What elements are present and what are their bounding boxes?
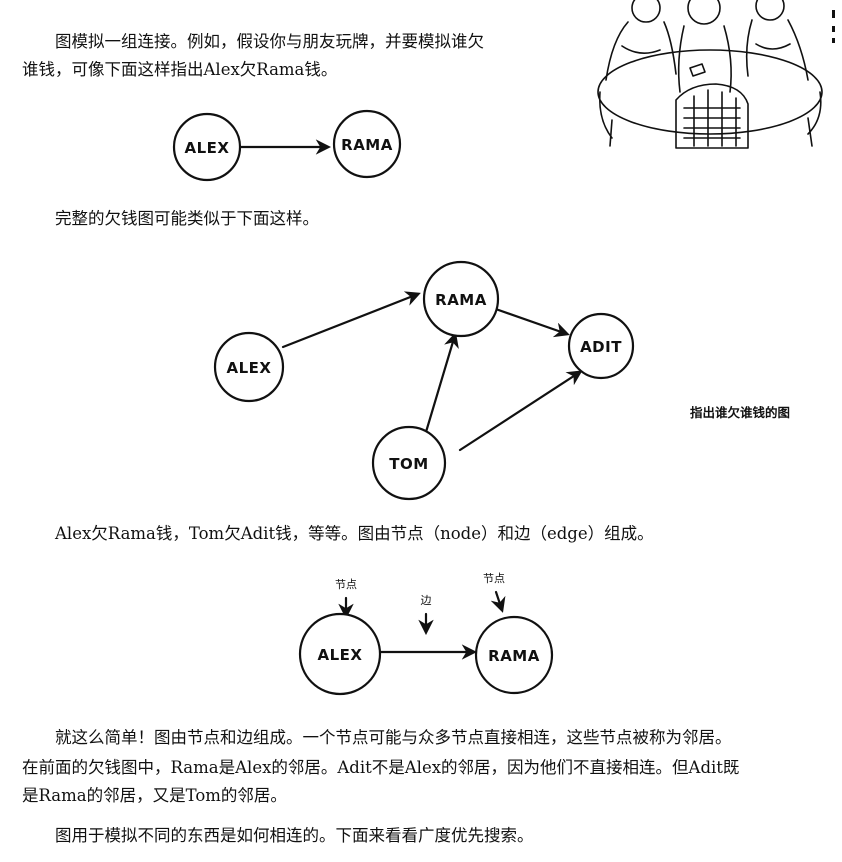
edge-rama-adit (488, 305, 570, 338)
node-rama-label: RAMA (341, 136, 393, 154)
node-adit-label: ADIT (580, 338, 622, 356)
node-annotation-arrow-right (490, 590, 506, 613)
edge-tom-adit (458, 370, 583, 452)
node-alex (213, 331, 285, 403)
node-rama-label: RAMA (435, 291, 487, 309)
node-rama (332, 109, 402, 179)
intro-paragraph-line-2: 谁钱，可像下面这样指出Alex欠Rama钱。 (22, 60, 338, 79)
node-annotation-right: 节点 (483, 572, 505, 585)
edge-tom-rama (424, 332, 459, 434)
closing-paragraph: 图用于模拟不同的东西是如何相连的。下面来看看广度优先搜索。 (55, 826, 534, 845)
node-alex-label: ALEX (318, 646, 363, 664)
node-rama-label: RAMA (488, 647, 540, 665)
node-tom (371, 425, 447, 501)
node-tom-label: TOM (389, 455, 428, 473)
node-annotation-left: 节点 (335, 578, 357, 591)
intro-paragraph-line-1: 图模拟一组连接。例如，假设你与朋友玩牌，并要模拟谁欠 (55, 32, 484, 51)
node-alex-label: ALEX (227, 359, 272, 377)
graph-caption: 指出谁欠谁钱的图 (690, 405, 791, 420)
node-alex-label: ALEX (185, 139, 230, 157)
full-graph-paragraph: 完整的欠钱图可能类似于下面这样。 (55, 209, 319, 228)
nodes-edges-paragraph: Alex欠Rama钱，Tom欠Adit钱，等等。图由节点（node）和边（edg… (55, 524, 654, 543)
node-alex (172, 112, 242, 182)
node-rama (422, 260, 500, 338)
neighbors-paragraph-line-2: 在前面的欠钱图中，Rama是Alex的邻居。Adit不是Alex的邻居，因为他们… (22, 758, 740, 777)
neighbors-paragraph-line-3: 是Rama的邻居，又是Tom的邻居。 (22, 786, 287, 805)
node-rama (474, 615, 554, 695)
node-adit (567, 312, 635, 380)
edge-alex-rama (281, 291, 421, 349)
neighbors-paragraph-line-1: 就这么简单！图由节点和边组成。一个节点可能与众多节点直接相连，这些节点被称为邻居… (55, 728, 732, 747)
edge-annotation: 边 (421, 594, 432, 607)
node-alex (298, 612, 382, 696)
